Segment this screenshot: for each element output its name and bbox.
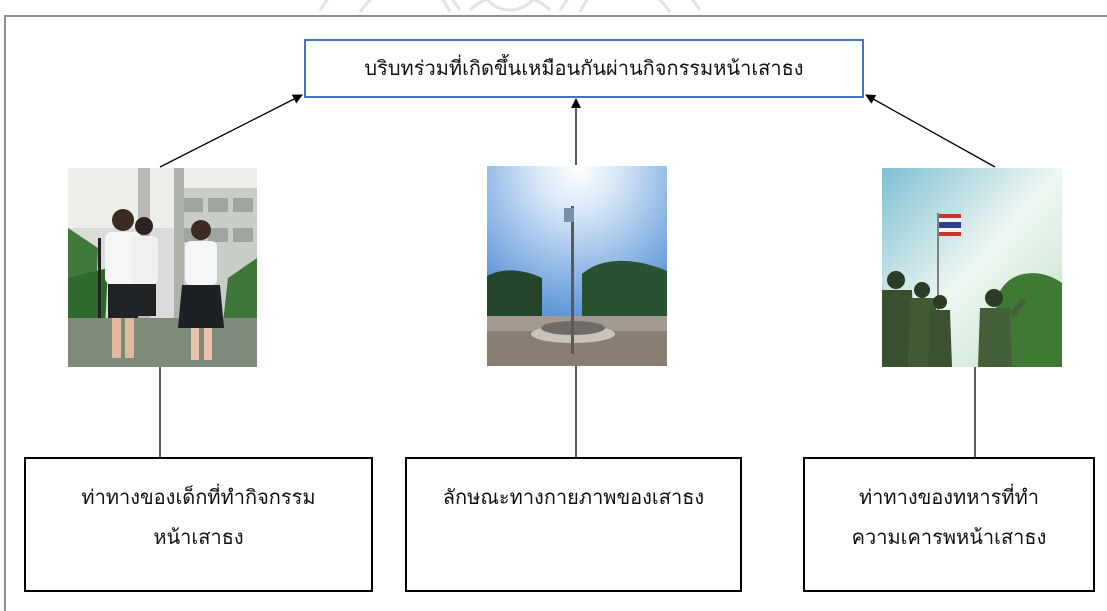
students-saluting-photo [68, 168, 257, 367]
children-posture-line2: หน้าเสาธง [153, 525, 244, 549]
top-context-box: บริบทร่วมที่เกิดขึ้นเหมือนกันผ่านกิจกรรม… [304, 39, 864, 98]
arrow-right [865, 94, 996, 168]
soldiers-saluting-photo [882, 168, 1062, 367]
flagpole-physical-line1: ลักษณะทางกายภาพของเสาธง [442, 485, 705, 509]
arrow-left [159, 94, 303, 168]
soldier-posture-box: ท่าทางของทหารที่ทำ ความเคารพหน้าเสาธง [803, 457, 1095, 592]
soldier-posture-line2: ความเคารพหน้าเสาธง [851, 525, 1047, 549]
soldier-posture-line1: ท่าทางของทหารที่ทำ [859, 485, 1039, 509]
diagram-frame [4, 15, 1107, 611]
children-posture-line1: ท่าทางของเด็กที่ทำกิจกรรม [81, 485, 316, 509]
children-posture-box: ท่าทางของเด็กที่ทำกิจกรรม หน้าเสาธง [24, 457, 373, 592]
flagpole-photo [487, 166, 667, 366]
flagpole-physical-box: ลักษณะทางกายภาพของเสาธง [405, 457, 742, 592]
watermark-seal-icon [318, 0, 702, 13]
